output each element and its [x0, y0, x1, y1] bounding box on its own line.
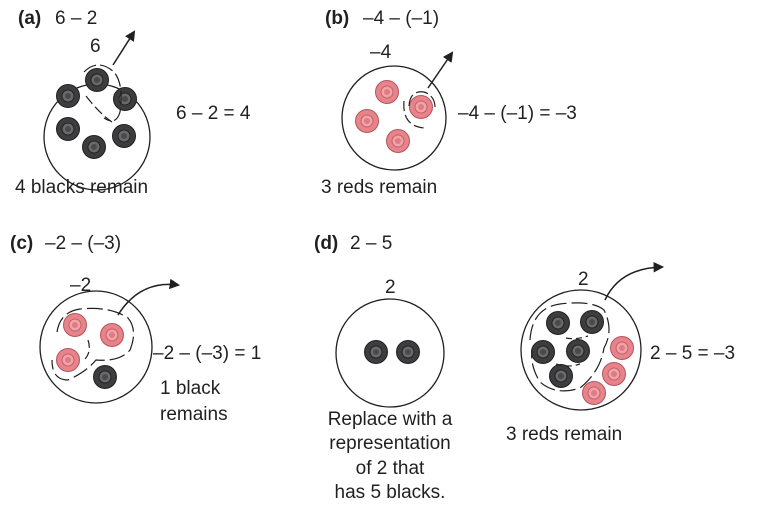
- removal-arrow: [604, 261, 665, 301]
- removal-arrow: [117, 278, 181, 316]
- panel-d-label: (d): [314, 233, 339, 254]
- removal-loop: [403, 100, 425, 129]
- caption-line: has 5 blacks.: [334, 481, 446, 503]
- panel-a-expression: 6 – 2: [55, 8, 98, 29]
- panel-b-set-circle: [341, 65, 447, 171]
- black-chip: [546, 311, 570, 335]
- black-chip: [580, 310, 604, 334]
- panel-b-expression: –4 – (–1): [363, 8, 440, 29]
- panel-d-equation: 2 – 5 = –3: [650, 343, 736, 364]
- red-chip: [610, 336, 634, 360]
- panel-c-label: (c): [10, 233, 34, 254]
- panel-b-set: [341, 51, 454, 171]
- panel-c-caption-line1: 1 black: [160, 378, 221, 399]
- red-chip: [375, 80, 399, 104]
- black-chip: [364, 340, 388, 364]
- panel-b-set-value: –4: [370, 42, 392, 63]
- red-chip: [409, 95, 433, 119]
- panel-d-right-caption: 3 reds remain: [506, 424, 623, 445]
- red-chip: [602, 362, 626, 386]
- removal-loop: [565, 335, 589, 340]
- caption-line: Replace with a: [327, 409, 453, 430]
- removal-loop: [529, 302, 610, 392]
- panel-c-expression: –2 – (–3): [45, 233, 122, 254]
- panel-c-caption-line2: remains: [160, 404, 228, 425]
- black-chip: [566, 339, 590, 363]
- panel-d-left-set-circle: [335, 298, 445, 408]
- panel-a-equation: 6 – 2 = 4: [176, 103, 251, 124]
- panel-c-set-value: –2: [70, 275, 92, 296]
- removal-loop: [51, 307, 135, 381]
- panel-d-right-set-value: 2: [578, 269, 589, 290]
- black-chip: [56, 84, 80, 108]
- black-chip: [549, 364, 573, 388]
- removal-loop: [83, 339, 90, 361]
- panel-b-equation: –4 – (–1) = –3: [458, 103, 577, 124]
- caption-line: of 2 that: [355, 457, 425, 479]
- panel-d-right-set-circle: [520, 289, 642, 411]
- panel-a-caption: 4 blacks remain: [15, 177, 149, 198]
- caption-line: representation: [329, 433, 451, 455]
- red-chip: [355, 109, 379, 133]
- panel-d-left-set: [335, 298, 445, 408]
- panel-a-set-value: 6: [90, 36, 101, 57]
- panel-c-set: [39, 278, 181, 404]
- red-chip: [386, 129, 410, 153]
- panel-d-right-set: [520, 261, 665, 411]
- panel-b-caption: 3 reds remain: [321, 177, 438, 198]
- red-chip: [56, 348, 80, 372]
- removal-arrow: [112, 30, 136, 66]
- panel-d-expression: 2 – 5: [350, 233, 393, 254]
- black-chip: [82, 135, 106, 159]
- red-chip: [63, 313, 87, 337]
- black-chip: [112, 124, 136, 148]
- removal-loop: [555, 363, 581, 367]
- removal-loop: [408, 91, 436, 111]
- removal-arrow: [427, 51, 454, 89]
- black-chip: [113, 87, 137, 111]
- removal-loop: [85, 95, 113, 123]
- panel-b-label: (b): [325, 8, 350, 29]
- red-chip: [100, 323, 124, 347]
- removal-loop: [83, 64, 122, 122]
- panel-c-set-circle: [39, 290, 153, 404]
- black-chip: [93, 365, 117, 389]
- black-chip: [85, 68, 109, 92]
- red-chip: [582, 381, 606, 405]
- panel-d-left-set-value: 2: [385, 277, 396, 298]
- panel-a-set: [43, 30, 151, 191]
- panel-a-label: (a): [18, 8, 42, 29]
- panel-c-equation: –2 – (–3) = 1: [153, 343, 262, 364]
- black-chip: [531, 340, 555, 364]
- black-chip: [56, 117, 80, 141]
- panel-d-left-caption: Replace with a representation of 2 that …: [300, 408, 480, 505]
- black-chip: [396, 340, 420, 364]
